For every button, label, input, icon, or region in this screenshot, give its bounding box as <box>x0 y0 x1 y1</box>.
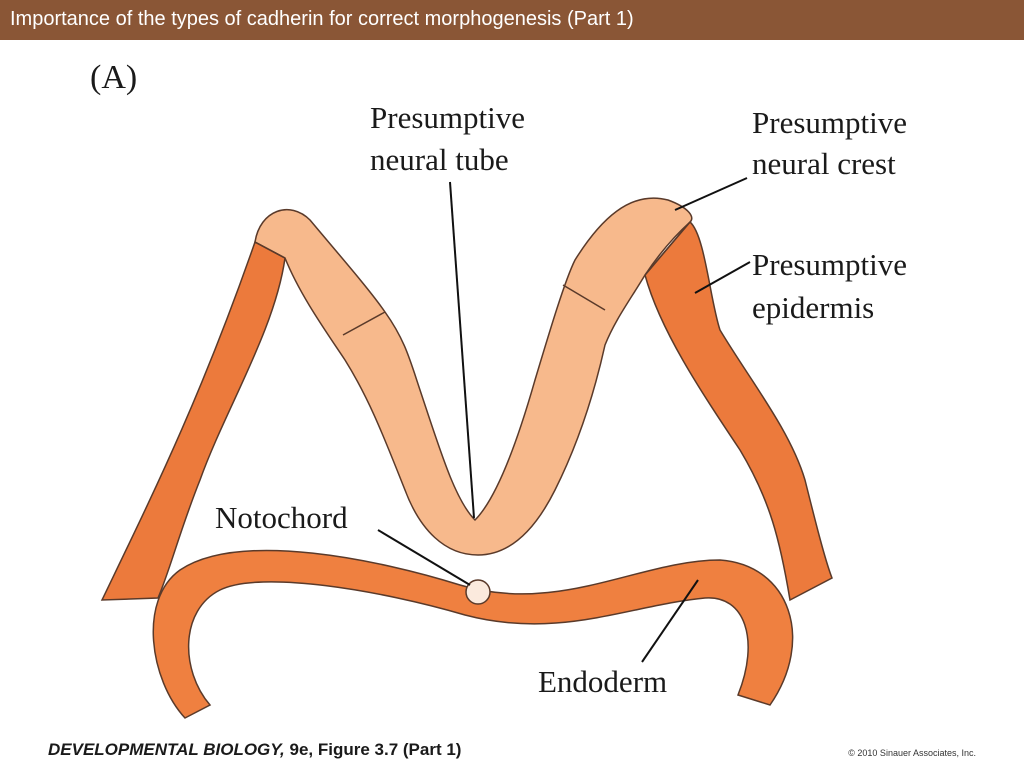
caption-book-title: DEVELOPMENTAL BIOLOGY, <box>48 740 285 759</box>
slide-title: Importance of the types of cadherin for … <box>10 8 634 30</box>
neural-plate <box>254 197 693 556</box>
left-epidermis <box>100 240 286 601</box>
endoderm-leader <box>641 579 699 663</box>
notochord-circle <box>465 579 491 605</box>
boundary-left-crest-epidermis <box>254 241 286 259</box>
caption-figure-ref: 9e, Figure 3.7 (Part 1) <box>284 740 462 759</box>
boundary-left-crest-tube <box>342 311 386 336</box>
epidermis-label-line2: epidermis <box>752 290 874 325</box>
figure-caption: DEVELOPMENTAL BIOLOGY, 9e, Figure 3.7 (P… <box>48 740 461 760</box>
neural-crest-label-line2: neural crest <box>752 146 896 181</box>
notochord-leader <box>377 529 471 586</box>
right-epidermis <box>644 220 833 602</box>
epidermis-leader <box>694 261 751 294</box>
neural-crest-leader <box>674 177 748 211</box>
title-bar: Importance of the types of cadherin for … <box>0 0 1024 40</box>
epidermis-label-line1: Presumptive <box>752 247 907 282</box>
neural-tube-label-line1: Presumptive <box>370 100 525 135</box>
endoderm-layer <box>152 549 794 719</box>
endoderm-label: Endoderm <box>538 664 667 699</box>
boundary-right-crest-epidermis <box>644 221 691 276</box>
boundary-right-crest-tube <box>562 284 606 311</box>
copyright-notice: © 2010 Sinauer Associates, Inc. <box>848 748 976 758</box>
notochord-label: Notochord <box>215 500 348 535</box>
embryo-diagram: (A) Presumptive neural tube Presumptive … <box>90 59 907 719</box>
neural-tube-label-line2: neural tube <box>370 142 509 177</box>
panel-label: (A) <box>90 59 137 96</box>
neural-crest-label-line1: Presumptive <box>752 105 907 140</box>
neural-tube-leader <box>449 181 475 519</box>
